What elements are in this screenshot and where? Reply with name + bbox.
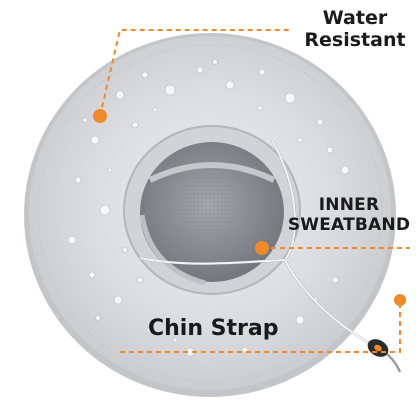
orange-dot-icon <box>394 294 406 306</box>
orange-dot-icon <box>255 241 269 255</box>
water-droplets <box>67 59 350 357</box>
inner-sweatband-label: INNER SWEATBAND <box>286 195 412 235</box>
inner-sweatband-line2: SWEATBAND <box>287 214 411 235</box>
orange-dot-icon <box>93 109 107 123</box>
water-resistant-line2: Resistant <box>304 28 406 51</box>
inner-sweatband-line1: INNER <box>318 195 380 215</box>
chin-strap-label: Chin Strap <box>148 316 279 341</box>
hat-crown <box>123 125 301 295</box>
cord-lock <box>367 339 389 357</box>
water-resistant-label: Water Resistant <box>300 7 410 52</box>
water-resistant-line1: Water <box>322 7 388 29</box>
callout-lines <box>99 29 410 353</box>
